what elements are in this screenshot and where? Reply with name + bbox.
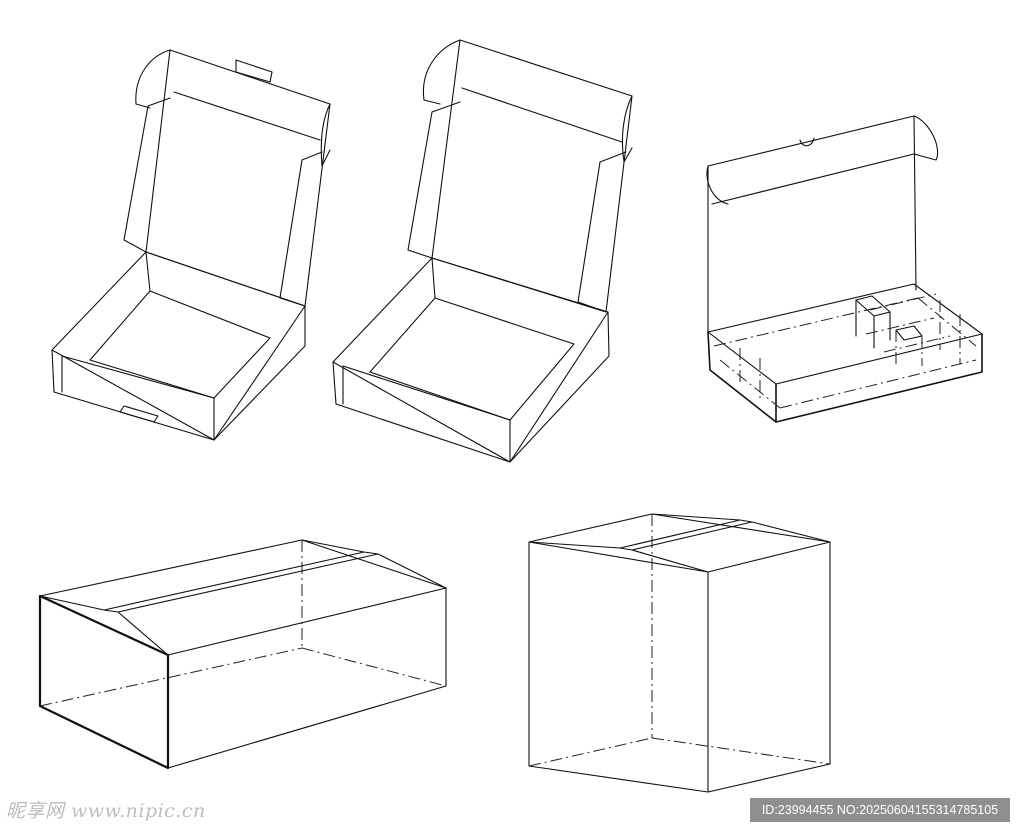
image-id-bar: ID:23994455 NO:20250604155314785105 <box>750 798 1010 822</box>
closed-shipping-box-tall <box>528 513 831 793</box>
open-mailer-box <box>332 39 633 463</box>
open-mailer-box-with-tab <box>51 49 331 441</box>
site-watermark: 昵享网 www.nipic.cn <box>6 800 206 822</box>
closed-shipping-box-flat <box>38 539 447 770</box>
tray-box-with-insert <box>706 115 983 423</box>
